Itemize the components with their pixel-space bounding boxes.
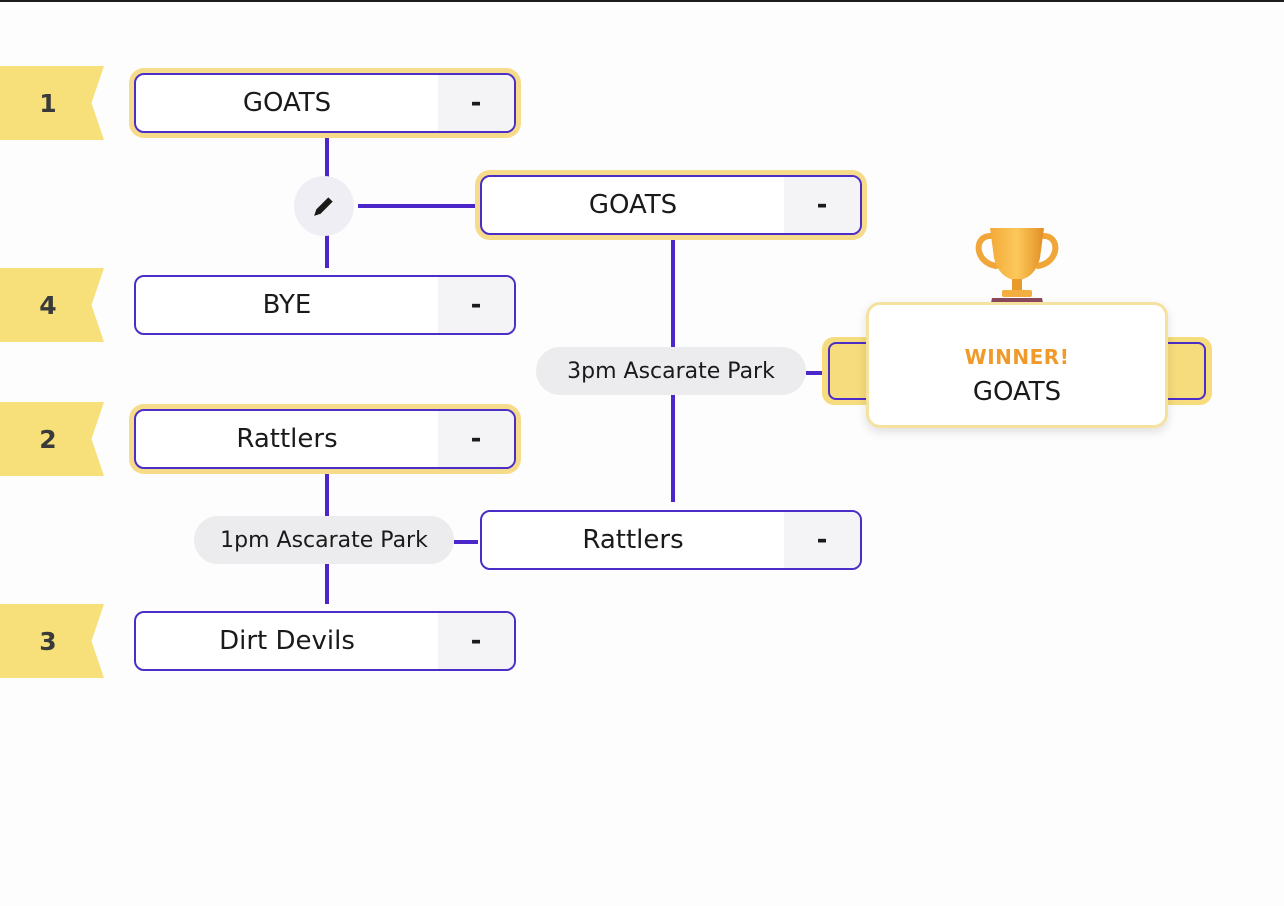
edit-match-button[interactable] — [294, 176, 354, 236]
team-name: Dirt Devils — [219, 626, 355, 656]
connector-r1-top-h — [358, 204, 476, 208]
team-score[interactable]: - — [438, 411, 514, 467]
seed-tag-4: 4 — [0, 268, 104, 342]
team-name: GOATS — [588, 190, 678, 220]
team-slot-r1-3[interactable]: Rattlers - — [134, 409, 516, 469]
seed-tag-2: 2 — [0, 402, 104, 476]
connector-r1-bottom-h — [454, 540, 478, 544]
team-name: Rattlers — [236, 424, 338, 454]
winner-card: WINNER! GOATS — [866, 302, 1168, 428]
team-score[interactable]: - — [784, 177, 860, 233]
team-slot-r2-1[interactable]: GOATS - — [480, 175, 862, 235]
team-score[interactable]: - — [784, 512, 860, 568]
team-name: BYE — [262, 290, 312, 320]
match-location-semi-2[interactable]: 1pm Ascarate Park — [194, 516, 454, 564]
seed-tag-1: 1 — [0, 66, 104, 140]
team-score[interactable]: - — [438, 277, 514, 333]
pencil-icon — [314, 197, 333, 216]
team-score[interactable]: - — [438, 75, 514, 131]
match-location-final[interactable]: 3pm Ascarate Park — [536, 347, 806, 395]
winner-team-name: GOATS — [972, 377, 1062, 407]
connector-final-h — [806, 371, 822, 375]
team-slot-r1-4[interactable]: Dirt Devils - — [134, 611, 516, 671]
winner-label: WINNER! — [964, 345, 1070, 369]
team-slot-r2-2[interactable]: Rattlers - — [480, 510, 862, 570]
team-slot-r1-2[interactable]: BYE - — [134, 275, 516, 335]
team-name: GOATS — [242, 88, 332, 118]
team-slot-r1-1[interactable]: GOATS - — [134, 73, 516, 133]
team-name: Rattlers — [582, 525, 684, 555]
seed-tag-3: 3 — [0, 604, 104, 678]
top-divider — [0, 0, 1284, 2]
team-score[interactable]: - — [438, 613, 514, 669]
